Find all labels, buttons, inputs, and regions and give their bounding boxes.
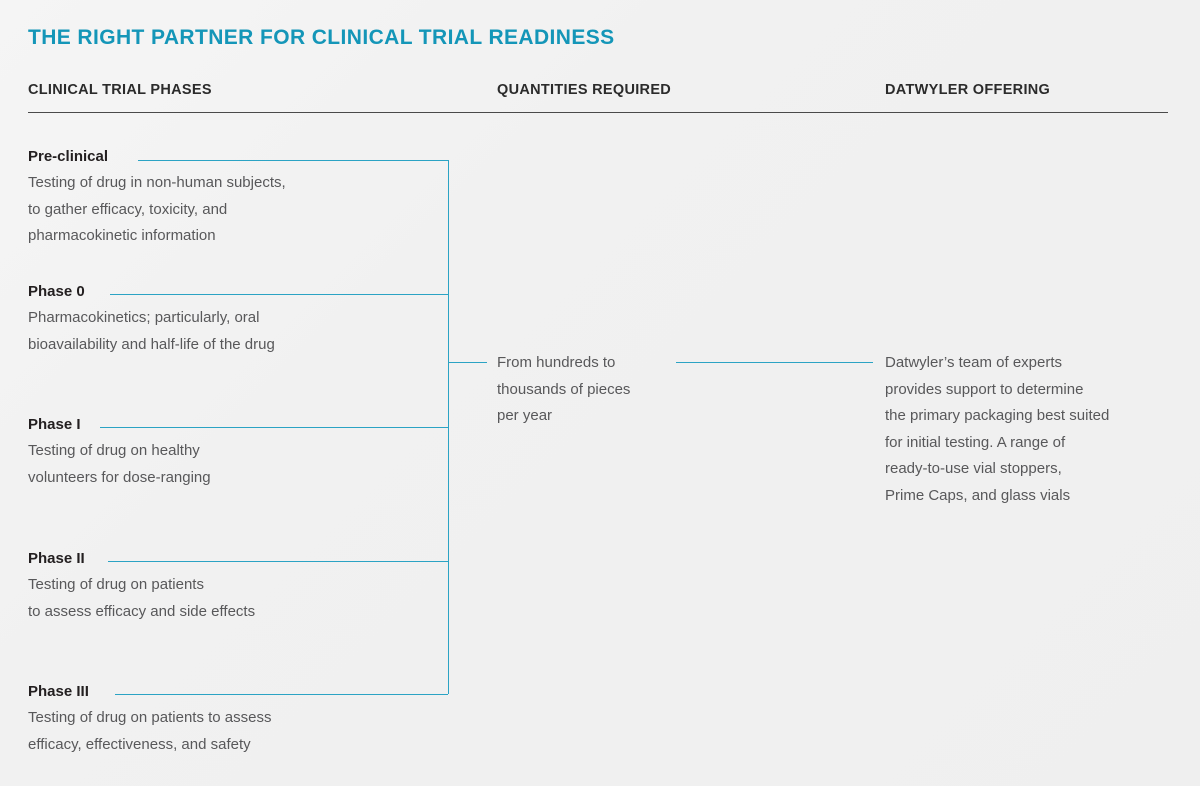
phase-description: Testing of drug on healthy volunteers fo… — [28, 438, 458, 491]
bracket-vertical-line — [448, 160, 449, 694]
offering-line: provides support to determine — [885, 380, 1084, 398]
quantities-line: From hundreds to — [497, 354, 616, 371]
offering-line: for initial testing. A range of — [885, 433, 1066, 451]
quantities-line: thousands of pieces — [497, 380, 631, 398]
phase-label: Phase II — [28, 550, 85, 567]
connector-line-phase-i — [100, 427, 448, 428]
phase-block-pre-clinical: Pre-clinical Testing of drug in non-huma… — [28, 148, 458, 250]
phase-description: Testing of drug on patients to assess ef… — [28, 705, 458, 758]
phase-description-line: to assess efficacy and side effects — [28, 602, 256, 620]
phase-description-line: bioavailability and half-life of the dru… — [28, 335, 275, 353]
offering-line: ready-to-use vial stoppers, — [885, 460, 1062, 477]
connector-line-phase-iii — [115, 694, 448, 695]
phase-description: Testing of drug in non-human subjects, t… — [28, 170, 458, 250]
quantities-line: per year — [497, 407, 553, 424]
phase-block-phase-iii: Phase III Testing of drug on patients to… — [28, 683, 458, 758]
phase-description-line: Testing of drug on patients to assess — [28, 709, 272, 726]
connector-line-phase-0 — [110, 294, 448, 295]
column-header-quantities-required: QUANTITIES REQUIRED — [497, 82, 672, 98]
offering-line: the primary packaging best suited — [885, 407, 1110, 424]
page-title: THE RIGHT PARTNER FOR CLINICAL TRIAL REA… — [28, 26, 615, 49]
phase-description-line: Testing of drug on patients — [28, 576, 204, 593]
column-header-clinical-trial-phases: CLINICAL TRIAL PHASES — [28, 82, 212, 98]
phase-description: Testing of drug on patients to assess ef… — [28, 572, 458, 625]
phase-label: Pre-clinical — [28, 148, 109, 165]
connector-line-phase-ii — [108, 561, 448, 562]
connector-line-to-offering — [676, 362, 873, 363]
phase-description-line: Testing of drug in non-human subjects, — [28, 174, 286, 191]
phase-description-line: volunteers for dose-ranging — [28, 468, 211, 486]
phase-block-phase-0: Phase 0 Pharmacokinetics; particularly, … — [28, 283, 458, 358]
phase-description-line: pharmacokinetic information — [28, 227, 216, 244]
phase-description-line: Testing of drug on healthy — [28, 442, 200, 459]
phase-label: Phase III — [28, 683, 89, 700]
phase-description-line: Pharmacokinetics; particularly, oral — [28, 309, 260, 326]
phase-description: Pharmacokinetics; particularly, oral bio… — [28, 305, 458, 358]
phase-block-phase-i: Phase I Testing of drug on healthy volun… — [28, 416, 458, 491]
offering-line: Datwyler’s team of experts — [885, 354, 1063, 371]
phase-label: Phase 0 — [28, 283, 85, 300]
phase-description-line: to gather efficacy, toxicity, and — [28, 200, 228, 218]
quantities-required-text: From hundreds to thousands of pieces per… — [497, 350, 687, 430]
phase-block-phase-ii: Phase II Testing of drug on patients to … — [28, 550, 458, 625]
phase-description-line: efficacy, effectiveness, and safety — [28, 735, 251, 753]
datwyler-offering-text: Datwyler’s team of experts provides supp… — [885, 350, 1175, 509]
column-header-datwyler-offering: DATWYLER OFFERING — [885, 82, 1051, 98]
connector-line-to-quantities — [449, 362, 487, 363]
phase-label: Phase I — [28, 416, 81, 433]
connector-line-pre-clinical — [138, 160, 448, 161]
header-divider — [28, 112, 1168, 113]
offering-line: Prime Caps, and glass vials — [885, 486, 1071, 504]
